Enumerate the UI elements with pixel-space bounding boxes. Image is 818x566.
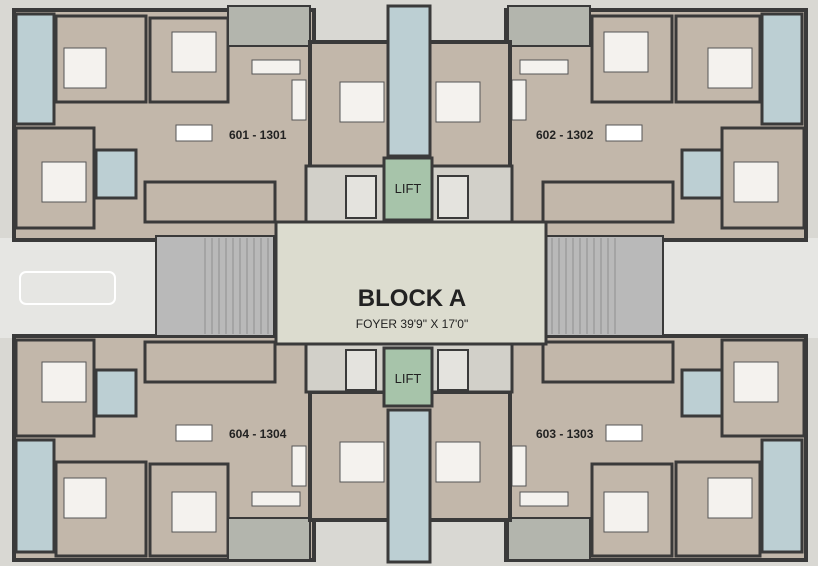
shaft — [345, 349, 377, 391]
bed — [339, 441, 385, 483]
sofa — [291, 79, 307, 121]
unit-602-1302: 602 - 1302 — [504, 5, 808, 242]
unit-603-1303: 603 - 1303 — [504, 334, 808, 562]
toilet — [14, 438, 56, 554]
sofa — [251, 59, 301, 75]
dining-table — [175, 424, 213, 442]
bed — [733, 161, 779, 203]
foyer — [274, 220, 548, 346]
bed — [63, 47, 107, 89]
bed — [603, 491, 649, 533]
sofa — [511, 445, 527, 487]
road-area — [0, 238, 160, 338]
sofa — [511, 79, 527, 121]
stair-treads — [204, 238, 616, 334]
kitchen — [143, 340, 277, 384]
bed — [733, 361, 779, 403]
toilet — [680, 148, 724, 200]
car-outline — [19, 271, 116, 305]
sofa — [519, 59, 569, 75]
dining-table — [605, 124, 643, 142]
toilet — [760, 12, 804, 126]
toilet — [94, 148, 138, 200]
unit-label: 601 - 1301 — [229, 128, 287, 142]
unit-label: 602 - 1302 — [536, 128, 594, 142]
bed — [171, 31, 217, 73]
lift-label: LIFT — [395, 181, 422, 196]
kitchen — [143, 180, 277, 224]
foyer-dimensions: FOYER 39'9" X 17'0" — [356, 317, 469, 331]
sofa — [251, 491, 301, 507]
sofa — [519, 491, 569, 507]
bed — [603, 31, 649, 73]
balcony — [507, 5, 591, 47]
bed — [435, 441, 481, 483]
staircase — [155, 235, 275, 337]
center-core: LIFT LIFT BLOCK A FOYER 39'9" X 17'0" — [155, 4, 664, 564]
dining-table — [175, 124, 213, 142]
staircase — [544, 235, 664, 337]
unit-604-1304: 604 - 1304 — [12, 334, 316, 562]
toilet — [94, 368, 138, 418]
service-shaft — [386, 4, 432, 158]
bed — [339, 81, 385, 123]
toilet — [680, 368, 724, 418]
shaft — [345, 175, 377, 219]
service-shaft — [386, 408, 432, 564]
bed — [435, 81, 481, 123]
lift-shaft — [382, 156, 434, 222]
road-area-right — [660, 238, 818, 338]
block-title: BLOCK A — [358, 285, 466, 312]
kitchen — [541, 340, 675, 384]
bed — [41, 361, 87, 403]
lift-shaft — [382, 346, 434, 408]
balcony — [227, 517, 311, 561]
bed — [707, 47, 753, 89]
toilet — [14, 12, 56, 126]
bed — [63, 477, 107, 519]
lift-label: LIFT — [395, 371, 422, 386]
toilet — [760, 438, 804, 554]
bed — [171, 491, 217, 533]
shaft — [437, 175, 469, 219]
unit-label: 604 - 1304 — [229, 427, 287, 441]
kitchen — [541, 180, 675, 224]
balcony — [507, 517, 591, 561]
unit-label: 603 - 1303 — [536, 427, 594, 441]
sofa — [291, 445, 307, 487]
shaft — [437, 349, 469, 391]
dining-table — [605, 424, 643, 442]
unit-601-1301: 601 - 1301 — [12, 5, 316, 242]
balcony — [227, 5, 311, 47]
bed — [41, 161, 87, 203]
bed — [707, 477, 753, 519]
